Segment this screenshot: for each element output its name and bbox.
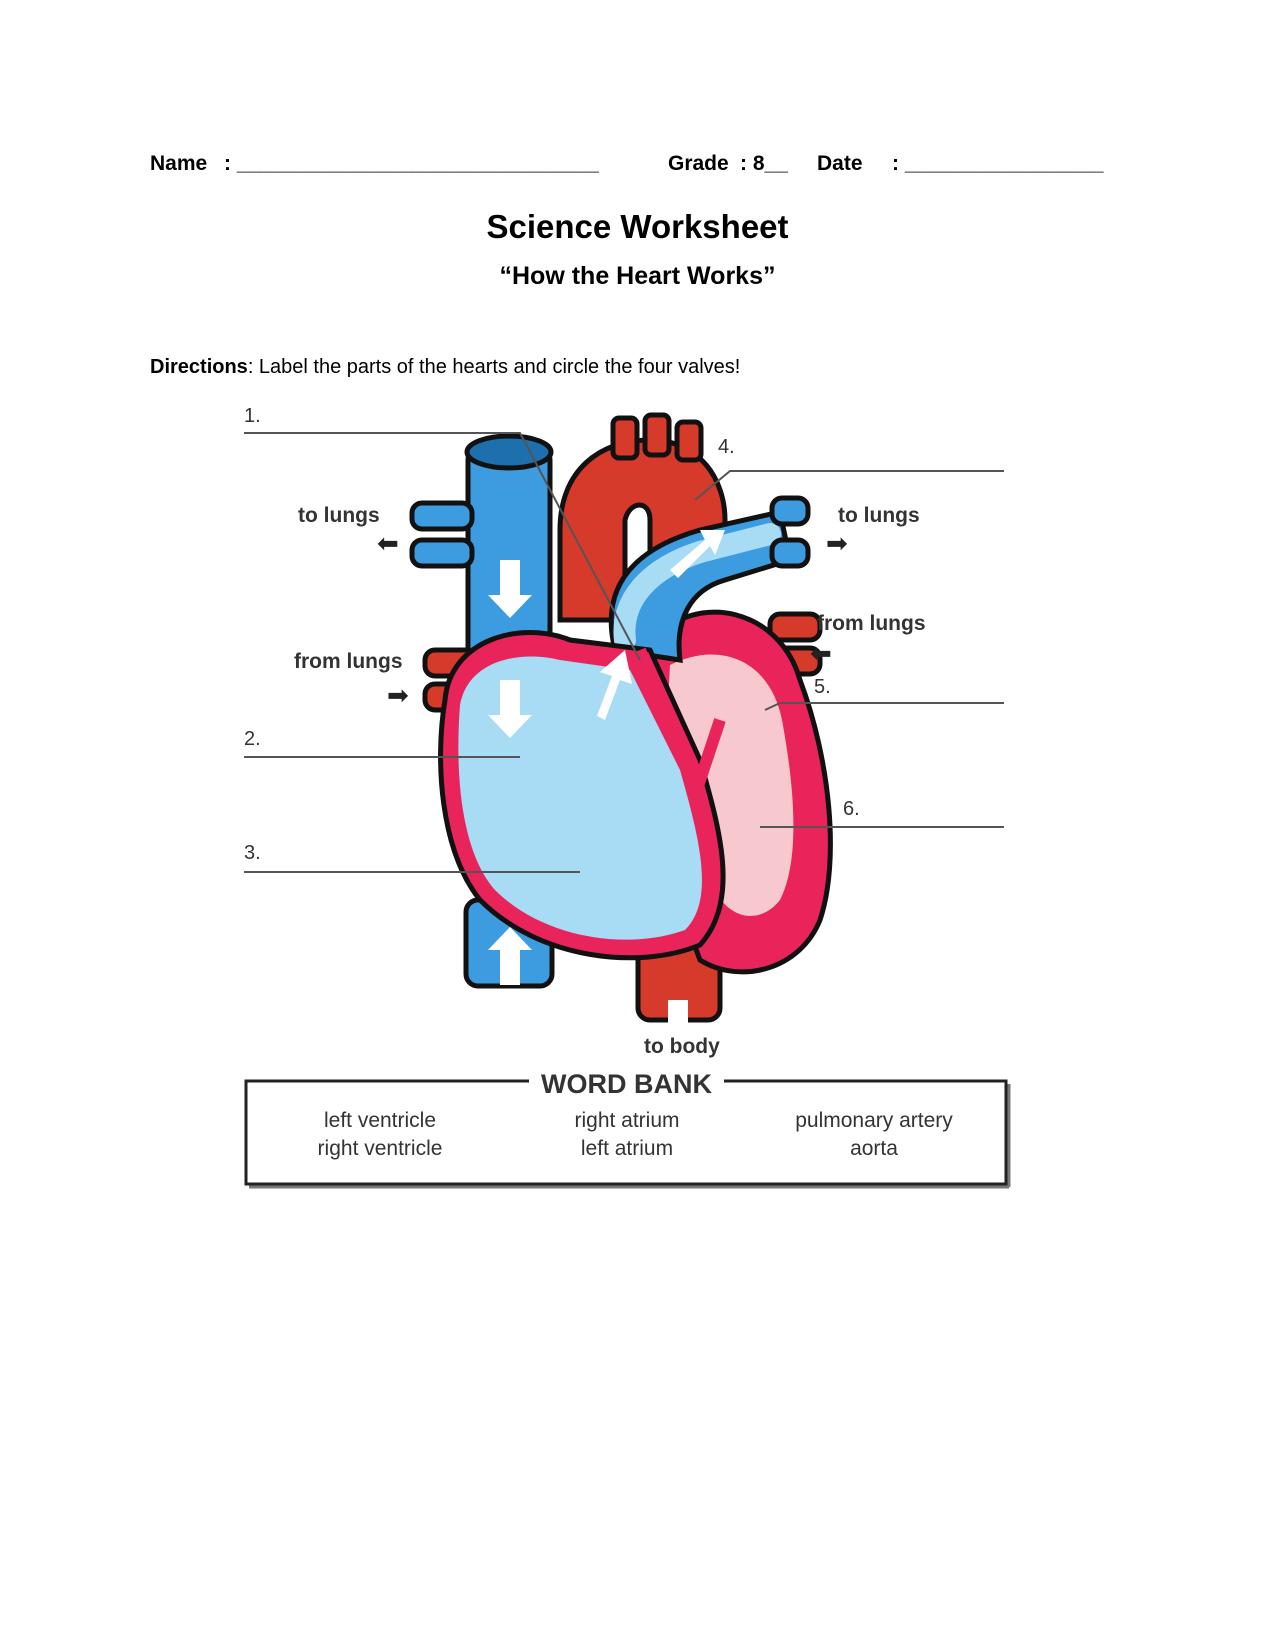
page-title: Science Worksheet xyxy=(486,208,789,245)
aortic-arch xyxy=(557,412,728,623)
label-number-2: 2. xyxy=(244,728,261,750)
label-number-3: 3. xyxy=(244,842,261,864)
pulmonary-vein-right-upper xyxy=(767,611,823,643)
grade-label: Grade xyxy=(668,152,729,175)
pulmonary-branch-left-lower xyxy=(409,537,475,569)
page-subtitle: “How the Heart Works” xyxy=(499,262,776,290)
word-bank-term: aorta xyxy=(850,1137,898,1160)
heart-diagram xyxy=(244,412,1011,1189)
name-field[interactable]: : _______________________________ xyxy=(224,152,599,175)
word-bank-term: left ventricle xyxy=(323,1109,437,1132)
date-label: Date xyxy=(817,152,863,175)
directions-text: : Label the parts of the hearts and circ… xyxy=(247,356,741,378)
arrow-left-icon: ⬅ xyxy=(377,528,399,558)
word-bank-term: right atrium xyxy=(574,1109,680,1132)
arrow-right-icon: ➡ xyxy=(387,680,409,710)
to-lungs-right-label: to lungs xyxy=(838,504,920,527)
grade-value[interactable]: : 8__ xyxy=(740,152,788,175)
word-bank-column-1: left ventricle right ventricle xyxy=(270,1107,490,1163)
label-number-4: 4. xyxy=(718,436,735,458)
word-bank-term: pulmonary artery xyxy=(795,1109,953,1132)
to-lungs-left-label: to lungs xyxy=(298,504,380,527)
word-bank-title: WORD BANK xyxy=(529,1069,724,1100)
from-lungs-left-label: from lungs xyxy=(294,650,403,673)
pulmonary-artery xyxy=(608,495,811,663)
label-number-6: 6. xyxy=(843,798,860,820)
label-number-5: 5. xyxy=(814,676,831,698)
word-bank-column-2: right atrium left atrium xyxy=(517,1107,737,1163)
arrow-left-icon: ⬅ xyxy=(810,638,832,668)
flow-arrows xyxy=(488,530,725,1050)
left-ventricle-chamber xyxy=(665,654,794,917)
leader-lines xyxy=(244,432,1004,873)
word-bank-term: right ventricle xyxy=(317,1137,443,1160)
pulmonary-branch-left-upper xyxy=(409,500,475,532)
date-field[interactable]: : _________________ xyxy=(892,152,1104,175)
directions-label: Directions xyxy=(150,356,248,378)
label-number-1: 1. xyxy=(244,405,261,427)
arrow-right-icon: ➡ xyxy=(826,528,848,558)
word-bank-column-3: pulmonary artery aorta xyxy=(764,1107,984,1163)
name-label: Name xyxy=(150,152,208,175)
word-bank-term: left atrium xyxy=(580,1137,674,1160)
to-body-label: to body xyxy=(644,1035,720,1058)
directions: Directions: Label the parts of the heart… xyxy=(150,356,740,379)
septum xyxy=(634,647,726,796)
from-lungs-right-label: from lungs xyxy=(817,612,926,635)
